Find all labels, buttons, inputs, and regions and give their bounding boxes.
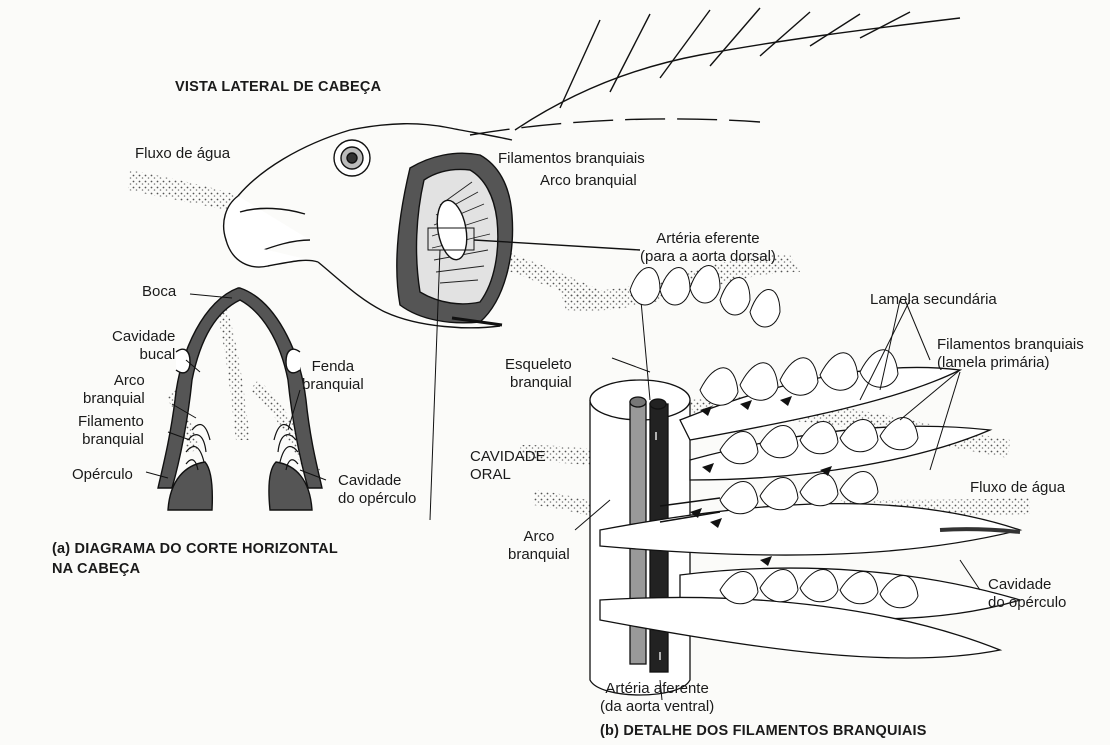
label-buccal-cavity: Cavidade bucal (112, 328, 175, 364)
label-gill-slit-line1: Fenda (302, 358, 364, 376)
label-primary-lamella-line1: Filamentos branquiais (937, 336, 1084, 354)
label-gill-arch-a-line2: branquial (83, 390, 145, 408)
label-gill-filaments-top: Filamentos branquiais (498, 150, 645, 168)
label-gill-skeleton-line2: branquial (505, 374, 572, 392)
gill-filament-detail (575, 266, 1020, 701)
label-gill-skeleton-line1: Esqueleto (505, 356, 572, 374)
label-gill-filament-a: Filamento branquial (78, 413, 144, 449)
label-oral-cavity: CAVIDADE ORAL (470, 448, 546, 484)
label-buccal-cavity-line2: bucal (112, 346, 175, 364)
label-gill-arch-b-line1: Arco (508, 528, 570, 546)
label-efferent-artery: Artéria eferente (para a aorta dorsal) (640, 230, 776, 266)
label-oral-cavity-line1: CAVIDADE (470, 448, 546, 466)
label-primary-lamella: Filamentos branquiais (lamela primária) (937, 336, 1084, 372)
label-efferent-artery-line2: (para a aorta dorsal) (640, 248, 776, 266)
label-opercular-cavity-b-line2: do opérculo (988, 594, 1066, 612)
label-opercular-cavity-b-line1: Cavidade (988, 576, 1066, 594)
label-gill-arch-b-line2: branquial (508, 546, 570, 564)
label-gill-filament-a-line2: branquial (78, 431, 144, 449)
label-gill-arch-a: Arco branquial (83, 372, 145, 408)
label-gill-filament-a-line1: Filamento (78, 413, 144, 431)
label-opercular-cavity-a: Cavidade do opérculo (338, 472, 416, 508)
heading-part-a-line1: (a) DIAGRAMA DO CORTE HORIZONTAL (52, 540, 338, 558)
label-oral-cavity-line2: ORAL (470, 466, 546, 484)
label-buccal-cavity-line1: Cavidade (112, 328, 175, 346)
label-secondary-lamella: Lamela secundária (870, 291, 997, 309)
label-gill-arch-top: Arco branquial (540, 172, 637, 190)
label-gill-arch-a-line1: Arco (83, 372, 145, 390)
label-mouth: Boca (142, 283, 176, 301)
label-gill-skeleton: Esqueleto branquial (505, 356, 572, 392)
label-water-flow-top: Fluxo de água (135, 145, 230, 163)
heading-part-b: (b) DETALHE DOS FILAMENTOS BRANQUIAIS (600, 722, 927, 740)
label-operculum: Opérculo (72, 466, 133, 484)
heading-lateral-view: VISTA LATERAL DE CABEÇA (175, 78, 381, 96)
label-afferent-artery-line1: Artéria aferente (600, 680, 714, 698)
label-opercular-cavity-b: Cavidade do opérculo (988, 576, 1066, 612)
label-opercular-cavity-a-line1: Cavidade (338, 472, 416, 490)
label-gill-slit: Fenda branquial (302, 358, 364, 394)
label-afferent-artery-line2: (da aorta ventral) (600, 698, 714, 716)
label-primary-lamella-line2: (lamela primária) (937, 354, 1084, 372)
label-water-flow-right: Fluxo de água (970, 479, 1065, 497)
label-afferent-artery: Artéria aferente (da aorta ventral) (600, 680, 714, 716)
label-opercular-cavity-a-line2: do opérculo (338, 490, 416, 508)
label-efferent-artery-line1: Artéria eferente (640, 230, 776, 248)
label-gill-arch-b: Arco branquial (508, 528, 570, 564)
label-gill-slit-line2: branquial (302, 376, 364, 394)
heading-part-a-line2: NA CABEÇA (52, 560, 140, 578)
